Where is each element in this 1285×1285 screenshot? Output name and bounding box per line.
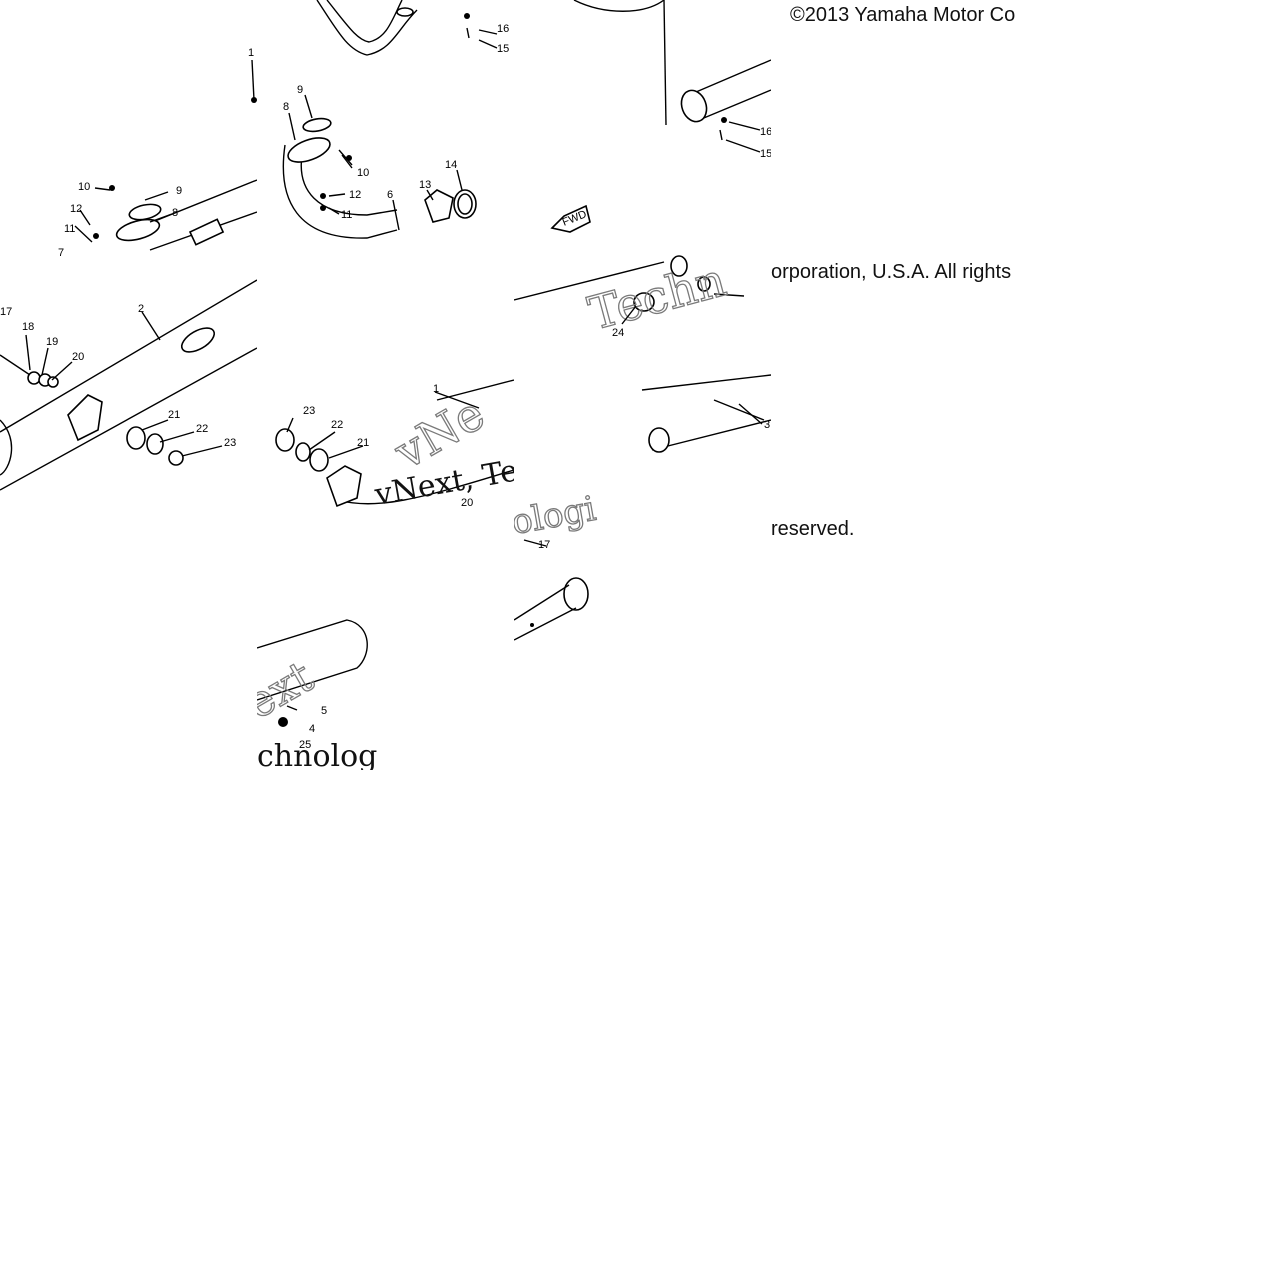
watermark-text-2: vNext, Te <box>371 453 514 513</box>
callout-5: 5 <box>321 705 327 717</box>
callout-24: 24 <box>612 327 624 339</box>
copyright-line-3: reserved. <box>771 518 855 540</box>
callout-2: 2 <box>138 303 144 315</box>
callout-18: 18 <box>22 321 34 333</box>
callout-4: 4 <box>309 723 315 735</box>
callout-8b: 8 <box>283 101 289 113</box>
callout-21b: 21 <box>357 437 369 449</box>
callout-23b: 23 <box>303 405 315 417</box>
callout-3: 3 <box>764 419 770 431</box>
callout-21: 21 <box>168 409 180 421</box>
callout-9: 9 <box>176 185 182 197</box>
callout-8: 8 <box>172 207 178 219</box>
callout-25: 25 <box>299 739 311 751</box>
callout-13: 13 <box>419 179 431 191</box>
callout-10b: 10 <box>357 167 369 179</box>
copyright-line-1: ©2013 Yamaha Motor Co <box>790 4 1016 26</box>
copyright-line-2: orporation, U.S.A. All rights <box>771 261 1012 283</box>
callout-19: 19 <box>46 336 58 348</box>
watermark-text-5: Techn <box>583 252 732 340</box>
callout-20: 20 <box>72 351 84 363</box>
exhaust-diagram-middle: vNe vNext, Te ext chnolog 16 15 9 8 10 1… <box>257 0 514 770</box>
watermark-text-6: ologi <box>514 489 599 543</box>
callout-12b: 12 <box>349 189 361 201</box>
diagram-tile-left: 10 9 12 11 8 7 2 17 18 19 20 21 22 23 1 <box>0 0 257 515</box>
callout-1b: 1 <box>433 383 439 395</box>
callout-10: 10 <box>78 181 90 193</box>
exhaust-diagram-left: 10 9 12 11 8 7 2 17 18 19 20 21 22 23 1 <box>0 47 257 491</box>
watermark-text-4: chnolog <box>257 739 377 770</box>
callout-1: 1 <box>248 47 254 59</box>
callout-15c: 15 <box>760 148 771 160</box>
callout-11: 11 <box>64 223 75 235</box>
exhaust-diagram-right: FWD Techn ologi 16 15 24 3 17 <box>514 0 771 641</box>
watermark-text-3: ext <box>257 651 322 730</box>
callout-14: 14 <box>445 159 457 171</box>
callout-15: 15 <box>497 43 509 55</box>
callout-23: 23 <box>224 437 236 449</box>
callout-16c: 16 <box>760 126 771 138</box>
diagram-tile-right: FWD Techn ologi 16 15 24 3 17 <box>514 0 771 770</box>
callout-16: 16 <box>497 23 509 35</box>
callout-12: 12 <box>70 203 82 215</box>
callout-6: 6 <box>387 189 393 201</box>
callout-22: 22 <box>196 423 208 435</box>
callout-7: 7 <box>58 247 64 259</box>
callout-22b: 22 <box>331 419 343 431</box>
callout-17: 17 <box>0 306 12 318</box>
fwd-arrow-icon <box>550 204 591 233</box>
callout-17c: 17 <box>538 539 550 551</box>
callout-11b: 11 <box>341 209 352 221</box>
diagram-tile-middle: vNe vNext, Te ext chnolog 16 15 9 8 10 1… <box>257 0 514 770</box>
callout-9b: 9 <box>297 84 303 96</box>
callout-20b: 20 <box>461 497 473 509</box>
